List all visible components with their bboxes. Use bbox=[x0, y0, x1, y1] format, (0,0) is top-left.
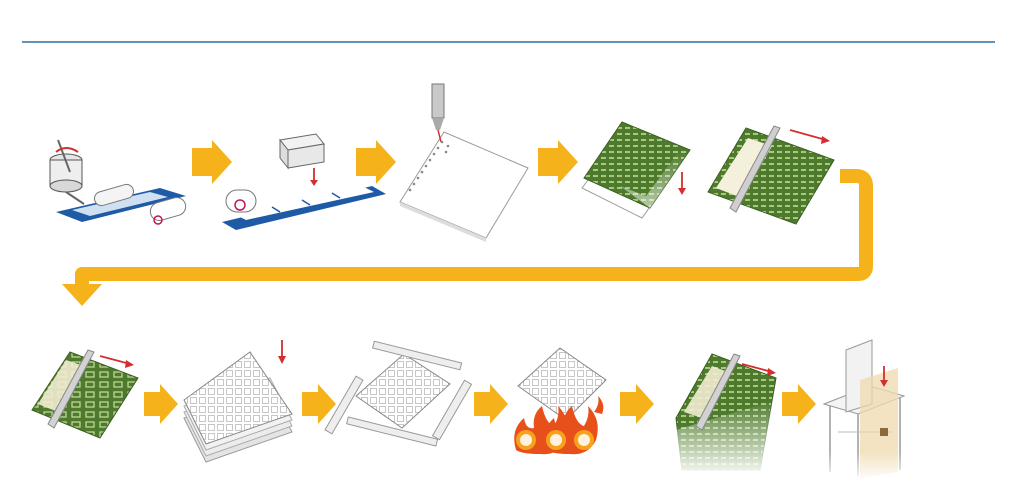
flow-arrow-8 bbox=[782, 384, 816, 424]
printed-layer-icon bbox=[31, 349, 139, 439]
flow-arrow-2 bbox=[356, 140, 396, 184]
post-print-icon bbox=[675, 353, 777, 478]
screen-printing-icon bbox=[707, 125, 835, 225]
flow-arrow-7 bbox=[620, 384, 654, 424]
flow-arrow-3 bbox=[538, 140, 578, 184]
co-firing-icon bbox=[514, 347, 607, 455]
flow-arrow-6 bbox=[474, 384, 508, 424]
assembly-icon bbox=[820, 339, 910, 482]
row-connector-arrowhead bbox=[62, 284, 102, 306]
via-filling-icon bbox=[581, 121, 691, 219]
flow-arrow-1 bbox=[192, 140, 232, 184]
green-tape-cutting-icon bbox=[222, 133, 386, 230]
flow-arrow-5 bbox=[302, 384, 336, 424]
flow-arrow-4 bbox=[144, 384, 178, 424]
slurry-mixing-tape-casting-icon bbox=[49, 139, 187, 225]
stacking-lamination-icon bbox=[183, 340, 293, 463]
via-punching-icon bbox=[399, 83, 529, 242]
row-connector-arrow bbox=[75, 169, 873, 286]
dicing-icon bbox=[324, 340, 473, 447]
